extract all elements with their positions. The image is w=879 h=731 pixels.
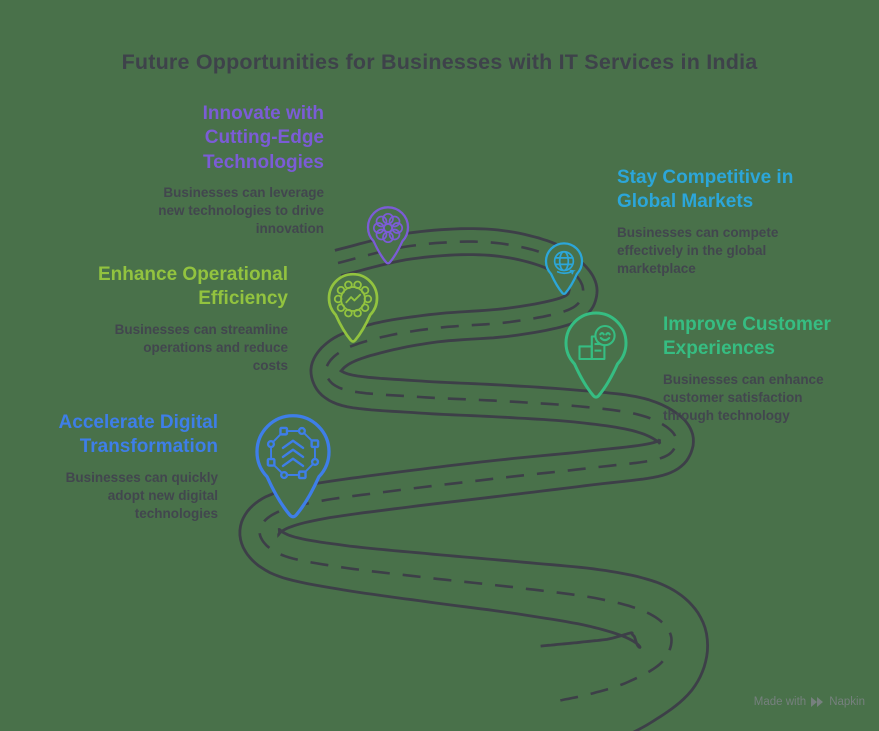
heading-line: Technologies — [202, 151, 324, 173]
heading-line: Improve Customer — [663, 314, 831, 335]
pin-innovate — [366, 206, 410, 265]
watermark-brand: Napkin — [829, 696, 865, 708]
body-line: customer satisfaction — [663, 389, 803, 405]
section-description: Businesses can leverage new technologies… — [158, 184, 324, 238]
pin-customer-experience — [564, 311, 628, 399]
body-line: Businesses can leverage — [163, 184, 324, 200]
watermark-made-with: Made with — [753, 696, 807, 708]
body-line: Businesses can enhance — [663, 371, 824, 387]
globe-icon — [553, 250, 576, 275]
body-line: through technology — [663, 407, 790, 423]
heading-line: Global Markets — [617, 191, 754, 213]
body-line: new technologies to drive — [158, 202, 324, 218]
gear-flower-icon — [372, 212, 404, 244]
heading-line: Accelerate Digital — [58, 412, 218, 433]
heading-line: Experiences — [663, 338, 775, 360]
body-line: innovation — [255, 220, 324, 236]
heading-line: Enhance Operational — [97, 264, 288, 285]
heading-line: Innovate with — [202, 103, 324, 124]
section-digital-transformation: Accelerate Digital Transformation Busine… — [59, 411, 218, 522]
section-heading: Innovate with Cutting-Edge Technologies — [158, 102, 324, 175]
section-operational-efficiency: Enhance Operational Efficiency Businesse… — [98, 263, 288, 374]
body-line: operations and reduce — [143, 339, 288, 355]
body-line: effectively in the global — [617, 242, 767, 258]
heading-line: Stay Competitive in — [617, 167, 794, 188]
body-line: adopt new digital — [107, 487, 218, 503]
body-line: costs — [252, 357, 288, 373]
section-description: Businesses can enhance customer satisfac… — [663, 371, 831, 425]
section-heading: Accelerate Digital Transformation — [59, 411, 218, 460]
fast-forward-icon — [811, 697, 824, 707]
heading-line: Transformation — [79, 436, 218, 458]
pin-operational-efficiency — [327, 272, 379, 343]
section-description: Businesses can streamline operations and… — [98, 321, 288, 375]
section-description: Businesses can quickly adopt new digital… — [59, 469, 218, 523]
section-global-markets: Stay Competitive in Global Markets Busin… — [617, 166, 793, 277]
section-heading: Improve Customer Experiences — [663, 313, 831, 362]
body-line: Businesses can compete — [617, 224, 779, 240]
road-centerline-dashes — [258, 240, 678, 704]
network-acceleration-icon — [266, 426, 320, 480]
section-description: Businesses can compete effectively in th… — [617, 224, 793, 278]
road-edge-outer — [238, 253, 662, 649]
body-line: Businesses can streamline — [114, 321, 288, 337]
body-line: Businesses can quickly — [65, 469, 218, 485]
section-heading: Stay Competitive in Global Markets — [617, 166, 793, 215]
body-line: technologies — [134, 505, 218, 521]
customer-satisfaction-icon — [578, 324, 616, 361]
milestone-pins — [255, 206, 628, 519]
section-customer-experience: Improve Customer Experiences Businesses … — [663, 313, 831, 424]
gear-chart-icon — [333, 280, 373, 318]
page-title: Future Opportunities for Businesses with… — [121, 50, 758, 74]
watermark: Made with Napkin — [754, 696, 865, 708]
heading-line: Efficiency — [198, 288, 288, 310]
pin-global-markets — [544, 242, 584, 295]
pin-digital-transformation — [255, 414, 331, 519]
section-heading: Enhance Operational Efficiency — [98, 263, 288, 312]
heading-line: Cutting-Edge — [204, 127, 324, 149]
body-line: marketplace — [617, 260, 696, 276]
section-innovate: Innovate with Cutting-Edge Technologies … — [158, 102, 324, 238]
